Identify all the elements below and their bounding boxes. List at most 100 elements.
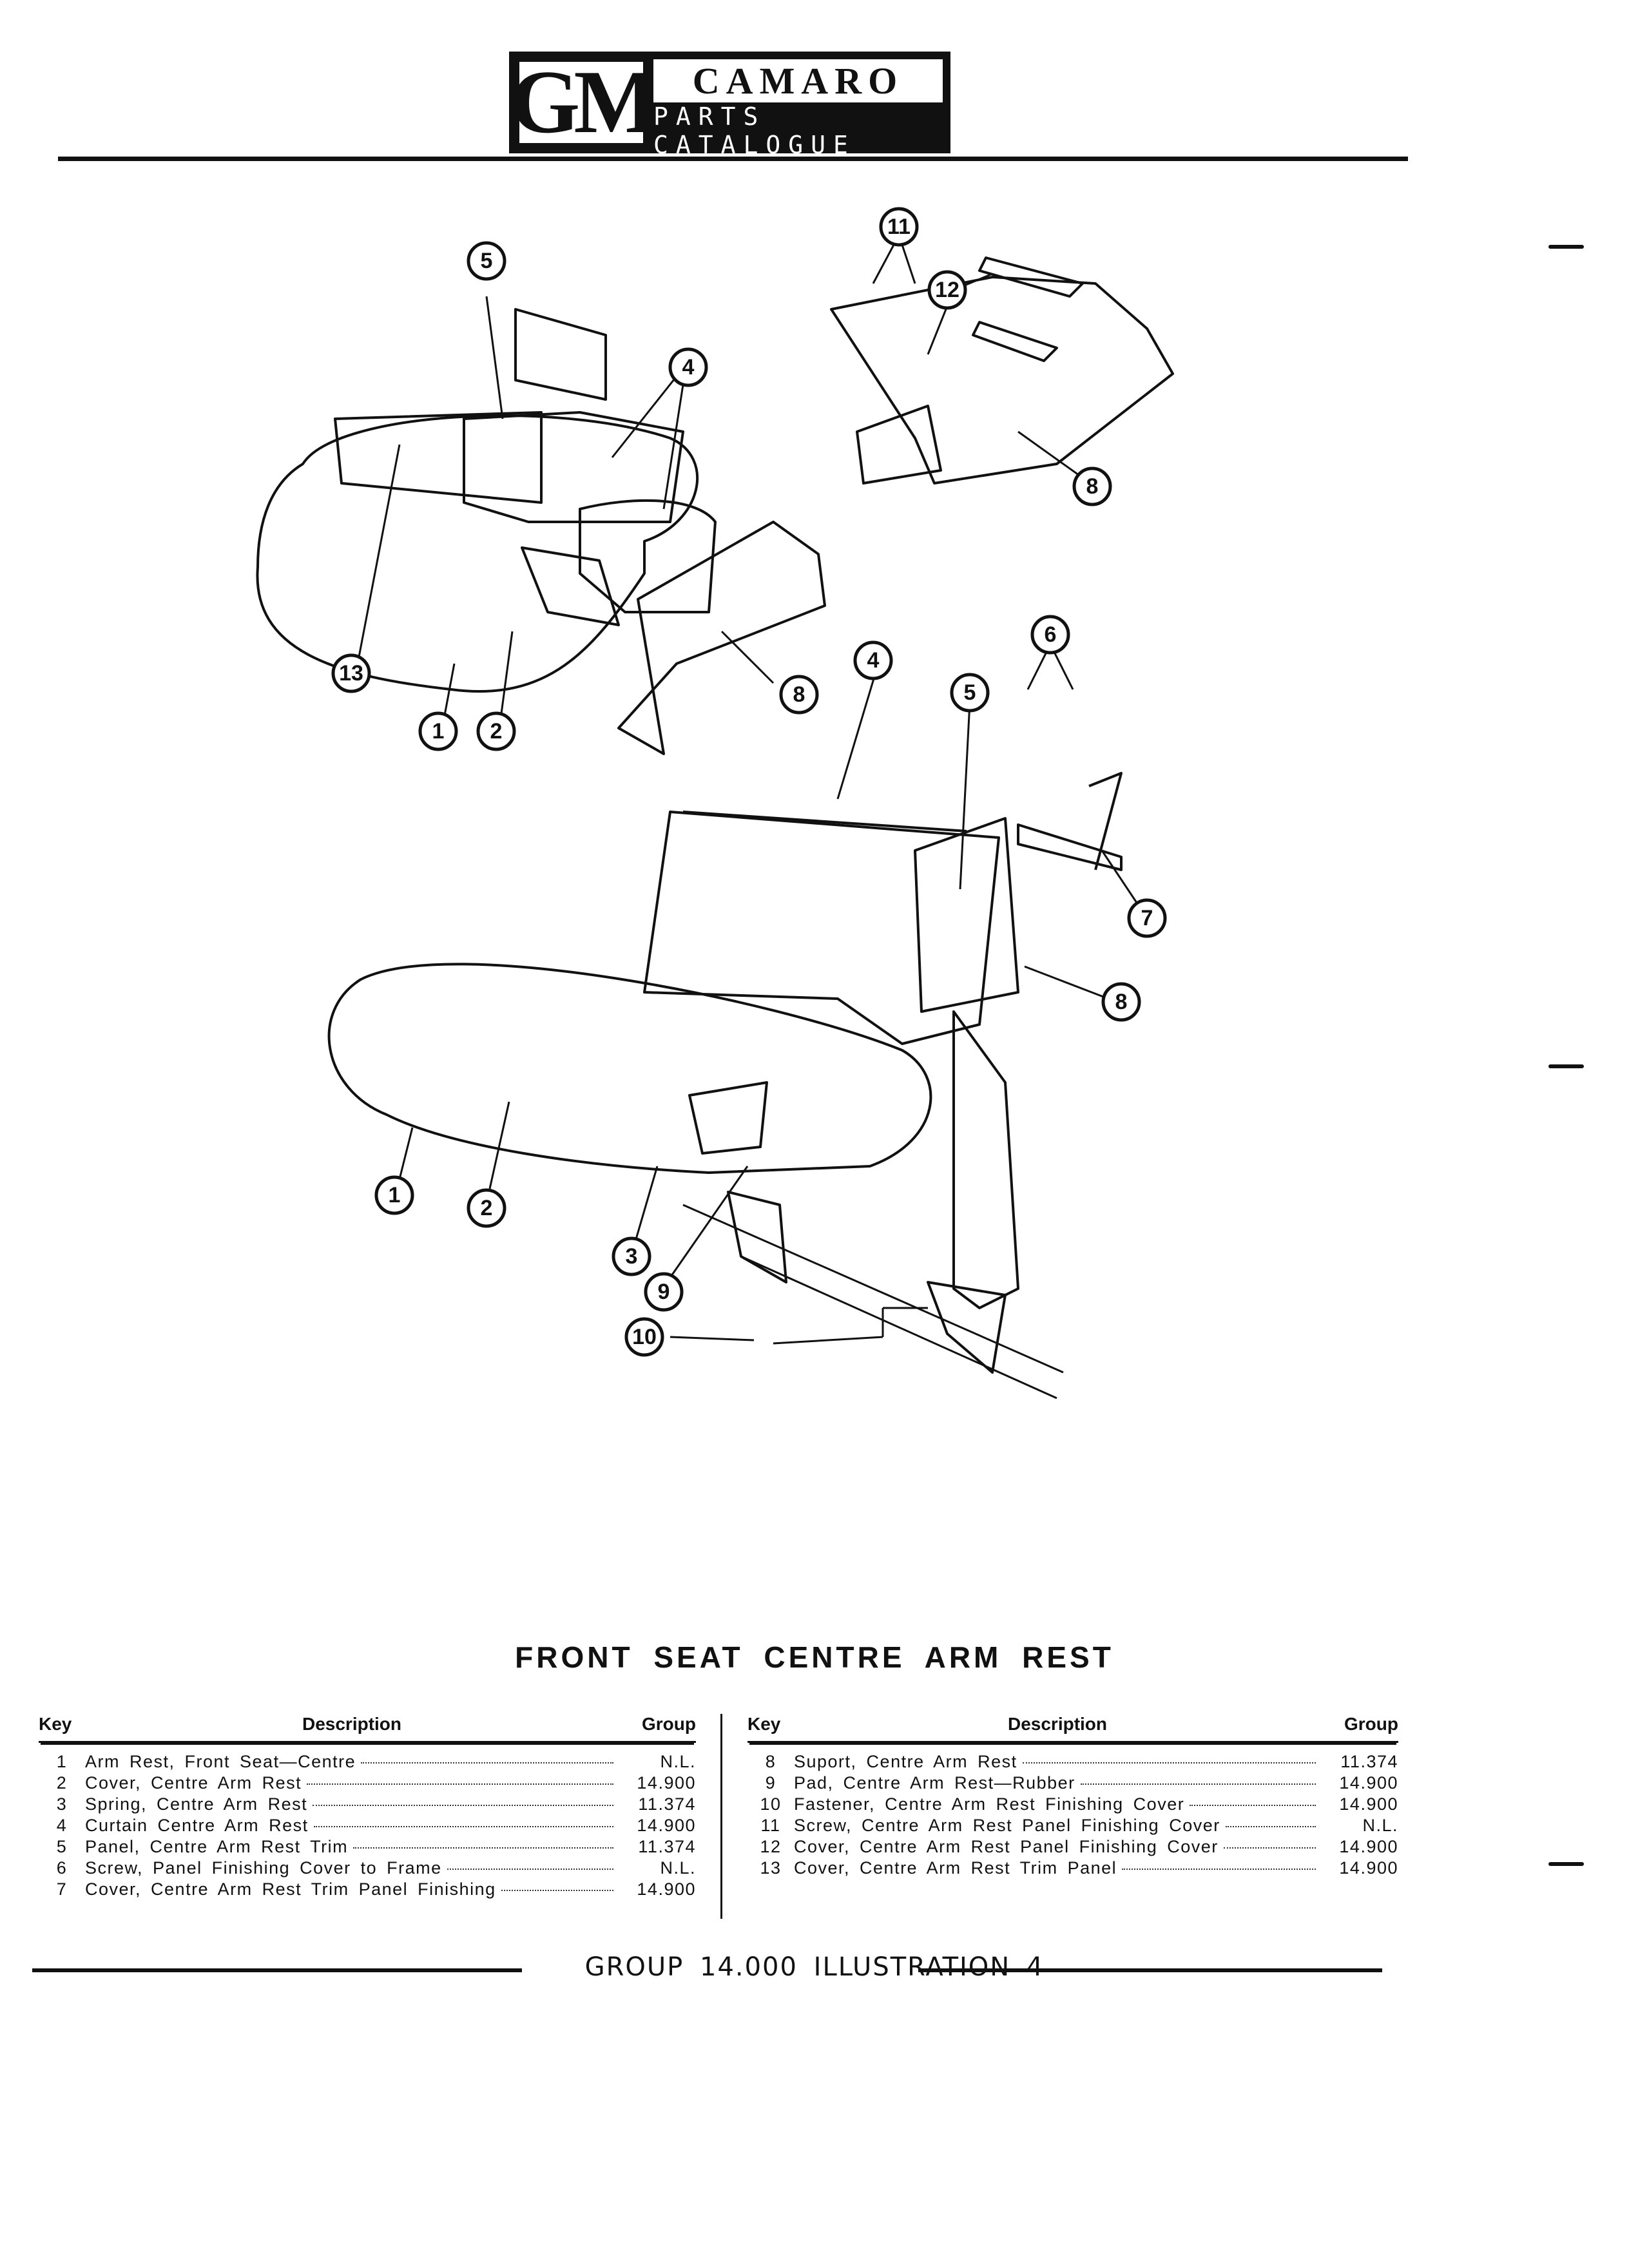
part-description-cell: Pad, Centre Arm Rest—Rubber: [794, 1773, 1321, 1793]
callout-4: 4: [668, 347, 708, 387]
part-description: Fastener, Centre Arm Rest Finishing Cove…: [794, 1794, 1185, 1814]
callout-3: 3: [612, 1236, 651, 1276]
part-description-cell: Suport, Centre Arm Rest: [794, 1752, 1321, 1772]
svg-text:2: 2: [481, 1196, 493, 1220]
part-key: 6: [56, 1858, 68, 1878]
svg-text:4: 4: [682, 355, 695, 380]
part-description-cell: Curtain Centre Arm Rest: [85, 1816, 619, 1836]
part-group: N.L.: [660, 1752, 696, 1771]
leader-dots: [1223, 1847, 1316, 1849]
leader-dots: [313, 1826, 613, 1827]
exploded-view-illustration: 5 4 13 1 2 8 11 12 8: [256, 207, 1174, 1399]
table-row: 10 Fastener, Centre Arm Rest Finishing Co…: [747, 1794, 1398, 1816]
part-description-cell: Fastener, Centre Arm Rest Finishing Cove…: [794, 1794, 1321, 1814]
group-illustration-reference: GROUP 14.000 ILLUSTRATION 4: [584, 1952, 1045, 1982]
part-description: Screw, Centre Arm Rest Panel Finishing C…: [794, 1816, 1220, 1835]
svg-text:1: 1: [432, 719, 445, 744]
svg-text:9: 9: [658, 1280, 670, 1304]
part-key: 9: [765, 1773, 776, 1792]
group-header: Group: [1344, 1714, 1398, 1734]
part-group: 11.374: [1340, 1752, 1398, 1771]
part-description: Cover, Centre Arm Rest: [85, 1773, 302, 1792]
part-group: 11.374: [638, 1837, 696, 1856]
margin-mark: [1548, 1862, 1584, 1866]
svg-text:11: 11: [887, 215, 911, 239]
part-description: Cover, Centre Arm Rest Panel Finishing C…: [794, 1837, 1219, 1856]
callout-13: 13: [331, 653, 371, 693]
part-description: Suport, Centre Arm Rest: [794, 1752, 1017, 1771]
leader-dots: [1190, 1805, 1316, 1806]
part-key: 12: [760, 1837, 782, 1856]
table-rows: 8 Suport, Centre Arm Rest 11.374 9 Pad, Cent…: [747, 1752, 1398, 1879]
key-header: Key: [39, 1714, 72, 1734]
part-group: 14.900: [1339, 1773, 1398, 1792]
part-description-cell: Screw, Panel Finishing Cover to Frame: [85, 1858, 619, 1878]
part-group: 11.374: [638, 1794, 696, 1814]
svg-text:13: 13: [339, 661, 363, 686]
table-header: Key Description Group: [747, 1714, 1398, 1743]
svg-text:3: 3: [626, 1244, 638, 1269]
part-group: 14.900: [1339, 1858, 1398, 1878]
part-key: 10: [760, 1794, 782, 1814]
svg-text:7: 7: [1141, 906, 1153, 930]
footer-rule-left: [32, 1968, 522, 1972]
catalogue-header: GM CAMARO PARTS CATALOGUE: [509, 52, 950, 159]
part-description: Cover, Centre Arm Rest Trim Panel: [794, 1858, 1117, 1878]
table-header: Key Description Group: [39, 1714, 696, 1743]
table-row: 9 Pad, Centre Arm Rest—Rubber 14.900: [747, 1773, 1398, 1794]
part-key: 4: [56, 1816, 68, 1835]
callout-11: 11: [879, 207, 919, 247]
callout-12: 12: [927, 270, 967, 310]
model-name: CAMARO: [653, 59, 943, 102]
callout-9: 9: [644, 1272, 684, 1312]
svg-text:6: 6: [1045, 622, 1057, 647]
callout-4: 4: [853, 640, 893, 680]
part-description: Arm Rest, Front Seat—Centre: [85, 1752, 356, 1771]
armrest-assembly-bottom: [327, 644, 1142, 1399]
callout-8: 8: [1101, 982, 1141, 1022]
key-header: Key: [747, 1714, 781, 1734]
part-key: 8: [765, 1752, 776, 1771]
table-row: 12 Cover, Centre Arm Rest Panel Finishing…: [747, 1837, 1398, 1858]
callouts-bottom: 4 5 6 7 8 1 2 3 9 10: [374, 615, 1167, 1357]
description-header: Description: [302, 1714, 402, 1734]
svg-text:4: 4: [867, 648, 880, 673]
part-description: Screw, Panel Finishing Cover to Frame: [85, 1858, 442, 1878]
group-header: Group: [642, 1714, 696, 1734]
margin-mark: [1548, 245, 1584, 249]
callouts-top-right: 11 12 8: [879, 207, 1112, 506]
part-key: 13: [760, 1858, 782, 1878]
leader-dots: [1080, 1783, 1316, 1785]
callout-5: 5: [950, 673, 990, 713]
catalogue-subtitle: PARTS CATALOGUE: [653, 102, 856, 159]
part-key: 5: [56, 1837, 68, 1856]
svg-text:10: 10: [632, 1325, 657, 1349]
illustration-title: FRONT SEAT CENTRE ARM REST: [515, 1640, 1114, 1674]
part-description: Spring, Centre Arm Rest: [85, 1794, 308, 1814]
callouts-top-left: 5 4 13 1 2 8: [331, 241, 819, 751]
part-description-cell: Cover, Centre Arm Rest: [85, 1773, 619, 1793]
leader-dots: [1122, 1869, 1316, 1870]
svg-text:8: 8: [1086, 474, 1099, 499]
description-header: Description: [1007, 1714, 1108, 1734]
part-description-cell: Cover, Centre Arm Rest Panel Finishing C…: [794, 1837, 1321, 1857]
table-divider: [720, 1714, 722, 1919]
callout-6: 6: [1030, 615, 1070, 655]
svg-text:2: 2: [490, 719, 503, 744]
footer-rule-right: [918, 1968, 1382, 1972]
callout-1: 1: [374, 1175, 414, 1215]
callout-7: 7: [1127, 898, 1167, 938]
part-description: Curtain Centre Arm Rest: [85, 1816, 309, 1835]
callout-8: 8: [779, 675, 819, 715]
part-description-cell: Screw, Centre Arm Rest Panel Finishing C…: [794, 1816, 1321, 1836]
part-description-cell: Arm Rest, Front Seat—Centre: [85, 1752, 619, 1772]
svg-text:5: 5: [481, 249, 493, 273]
margin-mark: [1548, 1064, 1584, 1068]
